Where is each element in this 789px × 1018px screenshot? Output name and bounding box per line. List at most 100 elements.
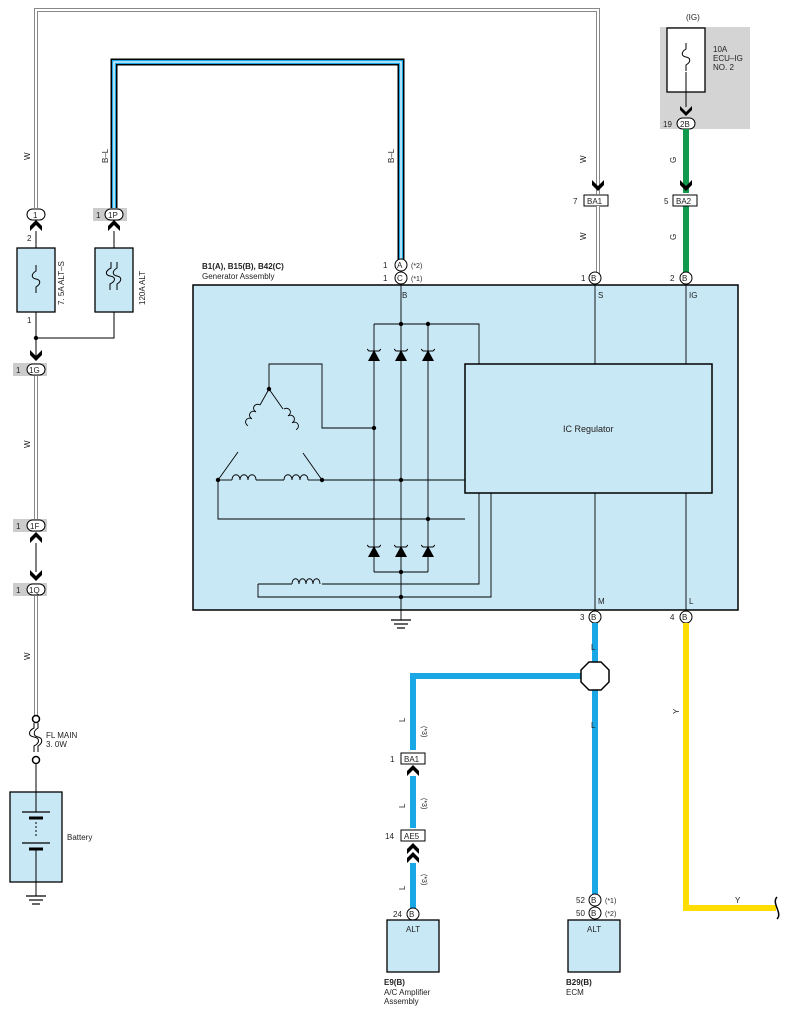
green-ig-wire: G G 5 BA2 <box>664 129 698 274</box>
note3-c: (*3) <box>420 874 427 885</box>
terminal-m: M <box>598 597 605 606</box>
wire-l-label-1: L <box>591 643 596 652</box>
fl-main-terminal-top <box>31 714 41 724</box>
wire-break-icon <box>774 896 780 920</box>
connector-ba1-bottom <box>400 752 426 765</box>
wire-w-label-left-mid: W <box>23 440 32 448</box>
connector-1g-pin: 1 <box>16 366 21 375</box>
pin-a <box>394 258 408 272</box>
fuse-ecu-ig-label: 10A ECU–IG NO. 2 <box>713 45 745 72</box>
ic-regulator <box>464 363 713 494</box>
pin-e9-label: B <box>409 910 414 919</box>
battery-icon <box>22 792 50 882</box>
ecm-note2: (*2) <box>605 911 616 918</box>
connector-arrow-icon <box>407 852 419 863</box>
ecm-note1: (*1) <box>605 898 616 905</box>
connector-arrow-icon <box>30 532 42 543</box>
e9-name: A/C Amplifier Assembly <box>384 988 432 1006</box>
fuse-icon <box>29 723 43 752</box>
pin-2: 2 <box>27 234 32 243</box>
ecm-pin52: 52 <box>576 896 585 905</box>
generator-name: Generator Assembly <box>202 272 274 281</box>
note3-a: (*3) <box>420 726 427 737</box>
fl-main-terminal-bottom <box>31 755 41 765</box>
ic-regulator-label: IC Regulator <box>563 424 614 434</box>
junction-dot <box>33 335 39 341</box>
generator-internal-wiring <box>217 284 687 620</box>
fuse-alts-label: 7. 5A ALT–S <box>57 261 66 305</box>
generator-assembly: B1(A), B15(B), B42(C) Generator Assembly… <box>192 258 739 629</box>
pin-ecm-52-label: B <box>591 896 596 905</box>
coil-icon <box>291 578 321 585</box>
connector-1-label: 1 <box>33 211 38 220</box>
pin-a-number: 1 <box>383 261 388 270</box>
connector-arrow-icon <box>30 570 42 581</box>
terminal-b: B <box>402 291 407 300</box>
pin-l-label: B <box>682 613 687 622</box>
fuse-ecu-ig-line3: NO. 2 <box>713 63 734 72</box>
wire-w-label-s2: W <box>579 232 588 240</box>
connector-1p-label: 1P <box>108 211 118 220</box>
e9-name-line1: A/C Amplifier <box>384 988 431 997</box>
wire-y-label-2: Y <box>735 896 741 905</box>
connector-1g <box>26 363 46 376</box>
pin-c-label: C <box>397 274 403 283</box>
b29-id: B29(B) <box>566 978 592 987</box>
pin-s-label: B <box>591 274 596 283</box>
ecm-pin50: 50 <box>576 909 585 918</box>
ac-amplifier-box <box>386 919 440 973</box>
stator-delta <box>217 388 323 481</box>
connector-arrow-icon <box>30 220 42 231</box>
pin-ecm-50 <box>588 906 602 920</box>
ba2-pin: 5 <box>664 197 669 206</box>
fuse-ecu-ig-line1: 10A <box>713 45 728 54</box>
wire-w-label-s1: W <box>579 155 588 163</box>
connector-arrow-icon <box>407 843 419 854</box>
fl-main-line1: FL MAIN <box>46 731 77 740</box>
e9-id: E9(B) <box>384 978 405 987</box>
terminal-l: L <box>689 597 694 606</box>
connector-1p-pin: 1 <box>96 211 101 220</box>
pin-m-number: 3 <box>580 613 585 622</box>
connector-arrow-icon <box>108 220 120 231</box>
ba1-pin: 7 <box>573 197 578 206</box>
connector-ba1-top-label: BA1 <box>587 197 603 206</box>
wire-w-label-left-low: W <box>23 652 32 660</box>
terminal-s: S <box>598 291 603 300</box>
connector-arrow-icon <box>680 180 692 191</box>
e9-name-line2: Assembly <box>384 997 419 1006</box>
connector-1g-label: 1G <box>29 366 40 375</box>
wire-l-label-3: L <box>398 717 407 722</box>
pin-ig-label: B <box>682 274 687 283</box>
top-w-loop: W 7 BA1 W <box>34 8 609 274</box>
connector-arrow-icon <box>30 350 42 361</box>
fuse-icon <box>105 262 122 290</box>
connector-1q-pin: 1 <box>16 586 21 595</box>
junction-octagon-icon <box>580 661 610 691</box>
ac-amplifier-alt: ALT <box>406 925 420 934</box>
pin-a-note: (*2) <box>411 263 422 270</box>
ig-fuse-block: (IG) 10A ECU–IG NO. 2 19 2B <box>660 13 750 130</box>
connector-1f-label: 1F <box>30 522 39 531</box>
fuse-120a-label: 120A ALT <box>138 271 147 305</box>
b29-name: ECM <box>566 988 584 997</box>
connector-1f <box>26 519 46 532</box>
connector-ba2-label: BA2 <box>676 197 692 206</box>
ground-icon <box>26 895 46 905</box>
connector-ba2 <box>672 194 698 207</box>
pin-l-number: 4 <box>670 613 675 622</box>
left-column: W 1 2 1 1P 7. 5A ALT–S 1 120A ALT 1 1G <box>9 152 147 905</box>
alt-s-fuse-box <box>16 247 56 313</box>
wire-l-label-5: L <box>398 885 407 890</box>
connector-arrow-icon <box>407 765 419 776</box>
pin-1-bottom: 1 <box>27 316 32 325</box>
note3-b: (*3) <box>420 798 427 809</box>
connector-1f-pin: 1 <box>16 522 21 531</box>
connector-1q <box>26 583 46 596</box>
junction-dots <box>215 321 431 600</box>
bl-heavy-wire: B–L B–L <box>101 58 405 262</box>
wire-l-label-4: L <box>398 803 407 808</box>
wire-bl-label-left: B–L <box>101 148 110 163</box>
generator-connector-ids: B1(A), B15(B), B42(C) <box>202 262 284 271</box>
wire-g-label-1: G <box>669 157 678 163</box>
